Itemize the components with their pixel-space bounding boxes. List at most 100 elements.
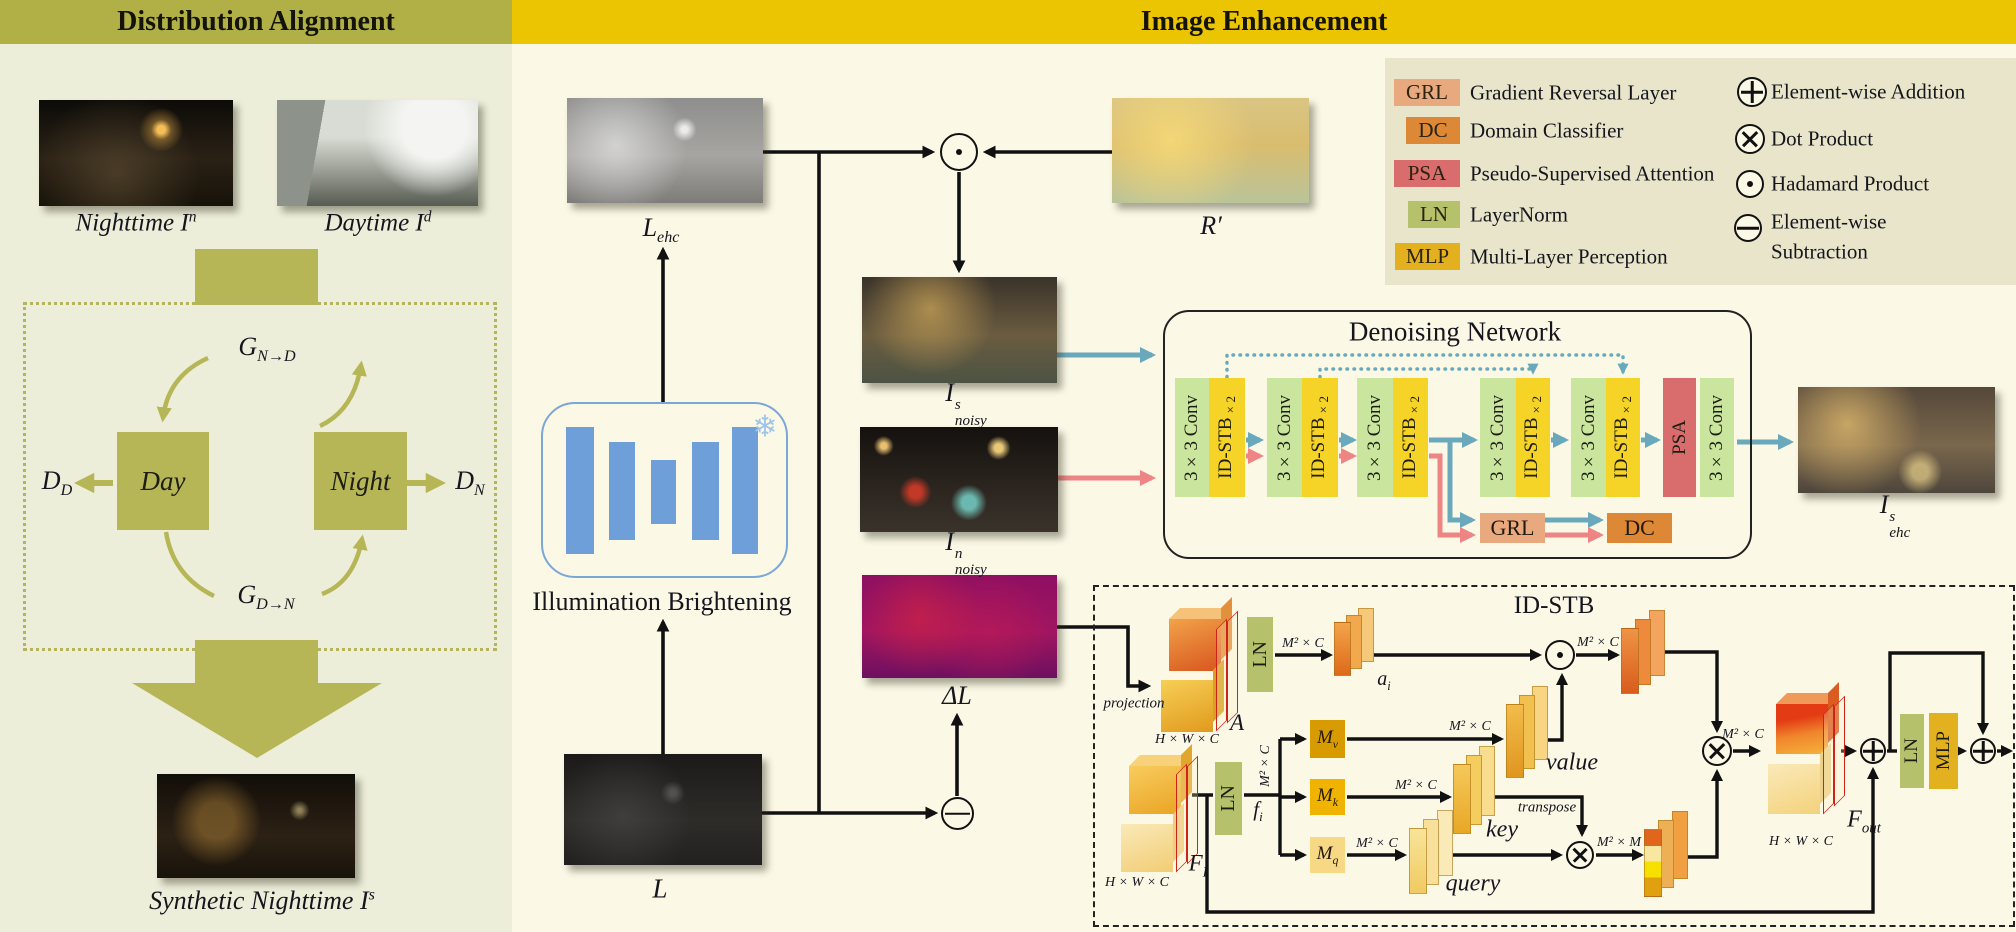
image-enhancement-header: Image Enhancement: [512, 0, 2016, 44]
daytime-label: Daytime Id: [324, 208, 432, 237]
isnoisy-photo: [862, 277, 1057, 383]
conv-block-5: 3×3 Conv: [1571, 378, 1606, 497]
illumination-brightening-label: Illumination Brightening: [532, 587, 792, 616]
discriminator-night-label: DN: [455, 465, 485, 500]
legend-chip-dc: DC: [1406, 117, 1460, 144]
connector-top: [195, 249, 318, 305]
m2c-gate: M² × C: [1722, 727, 1764, 742]
legend-hadamard-icon: [1736, 170, 1764, 198]
attention-map-slab: [1644, 811, 1690, 897]
idstb-block-5: ID-STB×2: [1606, 378, 1640, 497]
idstb-title: ID-STB: [1513, 592, 1595, 619]
deltal-label: ΔL: [942, 681, 972, 710]
rprime-photo: [1112, 98, 1309, 203]
big-down-arrow: [132, 640, 382, 758]
ln-box-tail: LN: [1900, 714, 1924, 788]
legend-chip-grl: GRL: [1394, 79, 1460, 106]
rprime-label: R′: [1200, 211, 1222, 240]
idstb-detail-box: [1093, 585, 2015, 927]
fi-tensor-label: FI: [1188, 850, 1208, 881]
unet-bar-2: [609, 442, 635, 540]
mq-box: Mq: [1310, 837, 1345, 873]
legend-label-psa: Pseudo-Supervised Attention: [1470, 161, 1715, 186]
m2c-value: M² × C: [1449, 719, 1491, 734]
generator-n2d-label: GN→D: [238, 331, 296, 366]
legend-dot-product-label: Dot Product: [1771, 126, 1874, 151]
idstb-dotproduct-node-main: [1702, 736, 1732, 766]
legend-addition-icon: [1737, 77, 1767, 107]
m2c-query: M² × C: [1356, 836, 1398, 851]
legend-addition-label: Element-wise Addition: [1771, 79, 1966, 104]
l-label: L: [652, 873, 668, 904]
legend-subtraction-icon: [1734, 214, 1762, 242]
legend-subtraction-label-line1: Element-wise: [1771, 209, 1887, 234]
weighted-slab: [1621, 610, 1667, 694]
idstb-add-node-1: [1860, 738, 1886, 764]
ln-box-top: LN: [1247, 617, 1273, 692]
conv-block-6: 3×3 Conv: [1700, 378, 1734, 497]
mv-box: Mv: [1310, 720, 1345, 758]
night-box: Night: [314, 432, 407, 530]
nighttime-photo: [39, 100, 233, 206]
legend-label-mlp: Multi-Layer Perception: [1470, 244, 1668, 269]
key-slab: [1453, 746, 1497, 834]
transpose-label: transpose: [1517, 799, 1577, 816]
legend-hadamard-label: Hadamard Product: [1771, 171, 1930, 196]
fi-tensor-dims: H × W × C: [1104, 875, 1170, 890]
conv-block-2: 3×3 Conv: [1267, 378, 1302, 497]
fi-feature-label: fi: [1253, 796, 1263, 825]
unet-bar-5: [732, 427, 758, 554]
conv-block-4: 3×3 Conv: [1480, 378, 1516, 497]
conv-block-3: 3×3 Conv: [1357, 378, 1393, 497]
m2c-fi-vertical: M² × C: [1258, 745, 1273, 787]
legend-chip-ln: LN: [1408, 201, 1460, 228]
legend-chip-psa: PSA: [1394, 160, 1460, 187]
idstb-block-4: ID-STB×2: [1516, 378, 1550, 497]
left-title: Distribution Alignment: [117, 6, 395, 37]
unet-bar-4: [692, 442, 719, 540]
key-label: key: [1486, 816, 1518, 843]
ai-slab: [1334, 608, 1376, 676]
denoising-network-title: Denoising Network: [1348, 316, 1562, 347]
isehc-photo: [1798, 387, 1995, 493]
legend-label-grl: Gradient Reversal Layer: [1470, 80, 1677, 105]
idstb-hadamard-node: [1545, 640, 1575, 670]
snowflake-icon: ❄: [752, 409, 778, 445]
right-title: Image Enhancement: [1140, 6, 1388, 37]
mlp-box: MLP: [1929, 713, 1958, 789]
day-box: Day: [117, 432, 209, 530]
lehc-label: Lehc: [642, 212, 680, 247]
idstb-block-1: ID-STB×2: [1209, 378, 1245, 497]
value-slab: [1506, 686, 1550, 778]
grl-box: GRL: [1480, 513, 1545, 543]
hadamard-node: [940, 133, 978, 171]
distribution-alignment-header: Distribution Alignment: [0, 0, 512, 44]
legend-chip-mlp: MLP: [1395, 243, 1460, 270]
idstb-block-3: ID-STB×2: [1393, 378, 1428, 497]
projection-label: projection: [1103, 695, 1165, 712]
discriminator-day-label: DD: [41, 465, 73, 500]
legend-label-dc: Domain Classifier: [1470, 118, 1624, 143]
fi-tensor-cube: [1118, 744, 1198, 875]
m2c-key: M² × C: [1395, 778, 1437, 793]
mk-box: Mk: [1310, 779, 1345, 815]
m2c-ln-ai: M² × C: [1282, 636, 1324, 651]
conv-block-1: 3×3 Conv: [1175, 378, 1209, 497]
query-label: query: [1445, 870, 1501, 897]
value-label: value: [1546, 749, 1598, 776]
legend-dot-product-icon: [1735, 124, 1765, 154]
synthetic-nighttime-photo: [157, 774, 355, 878]
a-tensor-dims: H × W × C: [1154, 732, 1220, 747]
psa-block: PSA: [1663, 378, 1696, 497]
daytime-photo: [277, 100, 478, 206]
dc-box: DC: [1607, 513, 1672, 543]
unet-bar-3: [651, 460, 676, 524]
unet-bar-1: [566, 427, 594, 554]
fout-tensor-cube: [1765, 682, 1845, 815]
l-photo: [564, 754, 762, 865]
m2c-hadamard-out: M² × C: [1577, 635, 1619, 650]
